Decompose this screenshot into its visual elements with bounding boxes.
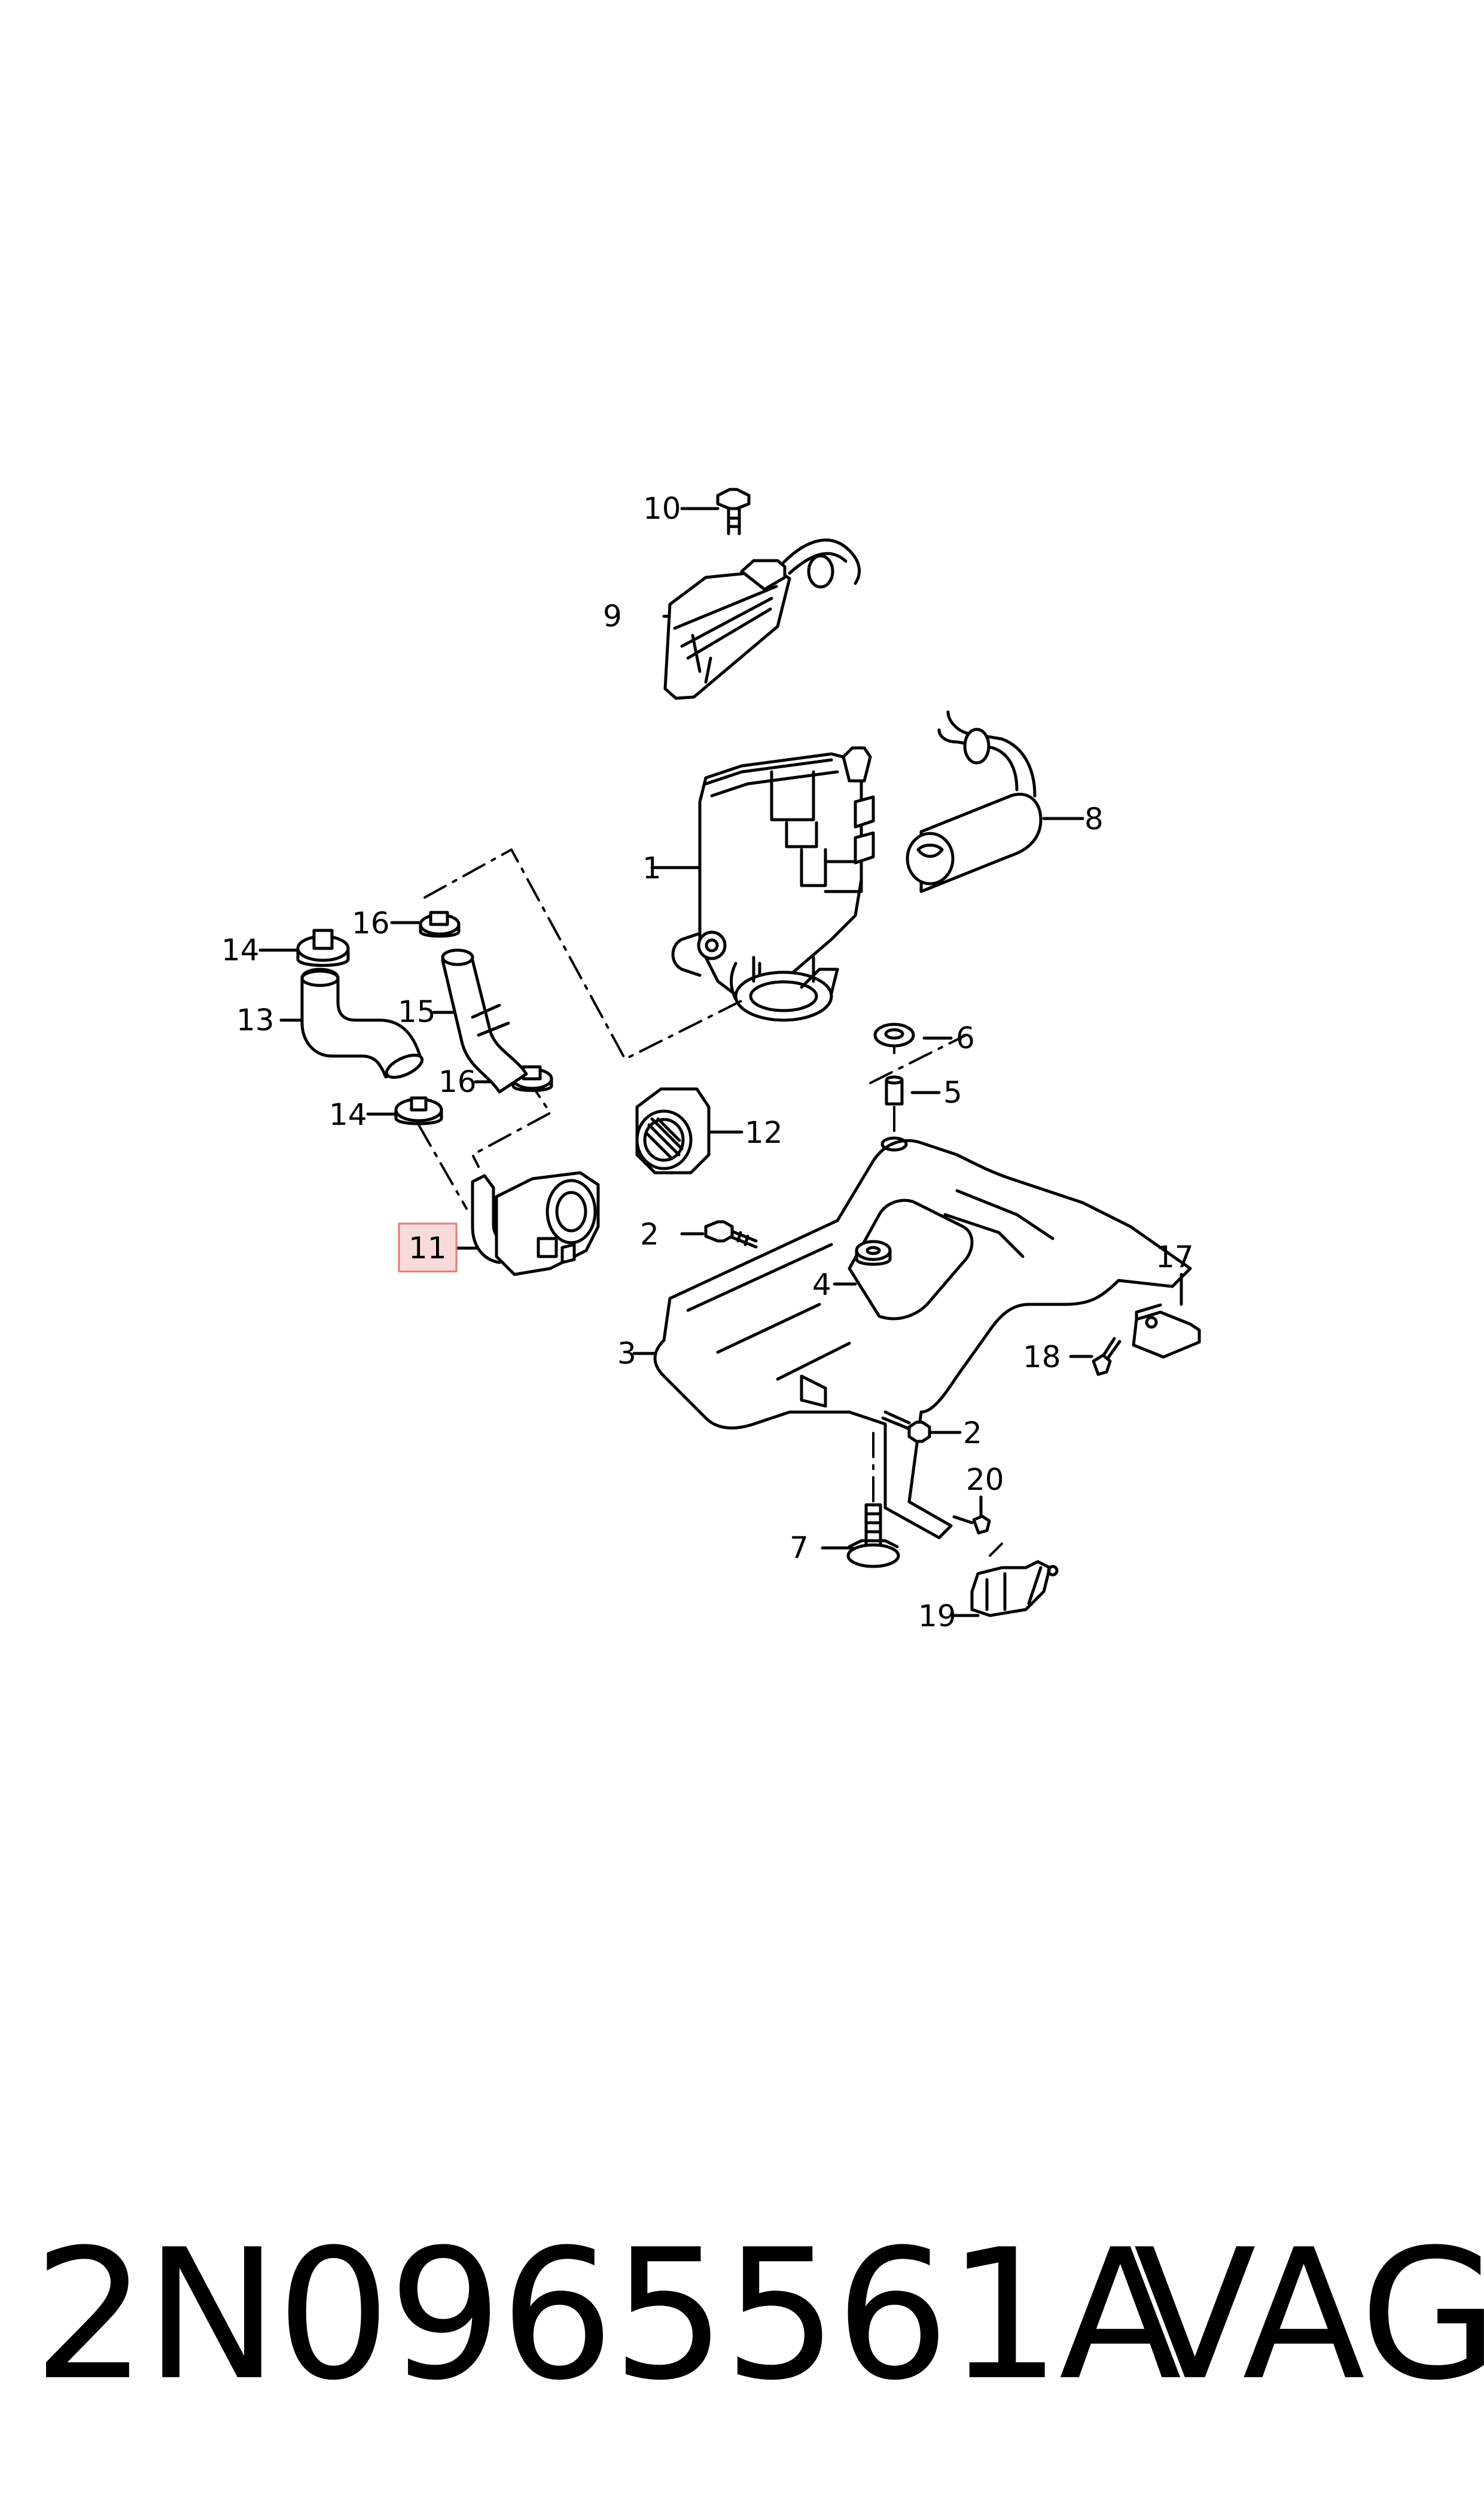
part-20-rivet (952, 1495, 991, 1535)
part-16-clamp-upper (390, 911, 461, 938)
callout-20[interactable]: 20 (966, 1462, 1004, 1497)
callout-9[interactable]: 9 (603, 599, 622, 634)
callout-16b[interactable]: 16 (438, 1064, 477, 1099)
part-1-unit (650, 746, 875, 1022)
callout-4[interactable]: 4 (812, 1267, 831, 1302)
callout-2b[interactable]: 2 (963, 1416, 982, 1450)
part-7-bolt (821, 1503, 900, 1568)
callout-19[interactable]: 19 (918, 1599, 956, 1633)
part-9-module (662, 539, 861, 700)
callout-7[interactable]: 7 (790, 1531, 809, 1565)
callout-2a[interactable]: 2 (640, 1217, 659, 1252)
callout-18[interactable]: 18 (1023, 1340, 1061, 1374)
part-14-clamp-upper (258, 929, 350, 967)
callout-12[interactable]: 12 (745, 1115, 783, 1150)
part-8-canister (906, 710, 1084, 893)
part-17-clip (1132, 1273, 1201, 1359)
callout-17[interactable]: 17 (1156, 1240, 1194, 1274)
footer: 2N0965561A VAG (0, 2214, 1484, 2465)
callout-15[interactable]: 15 (398, 994, 436, 1029)
brand-label: VAG (1133, 2211, 1484, 2420)
part-5-sleeve (885, 1075, 941, 1106)
callout-1[interactable]: 1 (642, 851, 662, 886)
callout-16a[interactable]: 16 (352, 906, 390, 941)
callout-11[interactable]: 11 (409, 1231, 447, 1265)
part-15-hose (432, 948, 528, 1094)
part-2-screw-lower (881, 1410, 962, 1443)
part-13-hose (279, 968, 424, 1079)
callout-13[interactable]: 13 (236, 1003, 275, 1038)
part-number: 2N0965561A (33, 2211, 1182, 2420)
callout-14b[interactable]: 14 (329, 1097, 367, 1132)
part-11-pump (456, 1171, 600, 1276)
callout-3[interactable]: 3 (617, 1336, 636, 1371)
callout-10[interactable]: 10 (643, 491, 681, 526)
part-6-washer (873, 1023, 953, 1048)
part-2-screw-upper (680, 1220, 758, 1249)
callout-5[interactable]: 5 (943, 1075, 962, 1110)
part-10-screw (680, 488, 751, 536)
callout-14a[interactable]: 14 (221, 933, 260, 968)
part-3-bracket (632, 1136, 1192, 1540)
callout-labels: 10 9 1 8 16 14 13 15 16 14 6 5 12 11 2 4… (221, 491, 1194, 1633)
highlight-box-11 (398, 1222, 458, 1273)
part-4-grommet (833, 1240, 892, 1286)
part-14-clamp-lower (366, 1096, 443, 1125)
callout-8[interactable]: 8 (1084, 802, 1104, 836)
part-18-rivet (1069, 1337, 1122, 1376)
part-19-clip (952, 1560, 1059, 1617)
part-12-coupling (635, 1087, 743, 1175)
callout-6[interactable]: 6 (956, 1021, 975, 1055)
